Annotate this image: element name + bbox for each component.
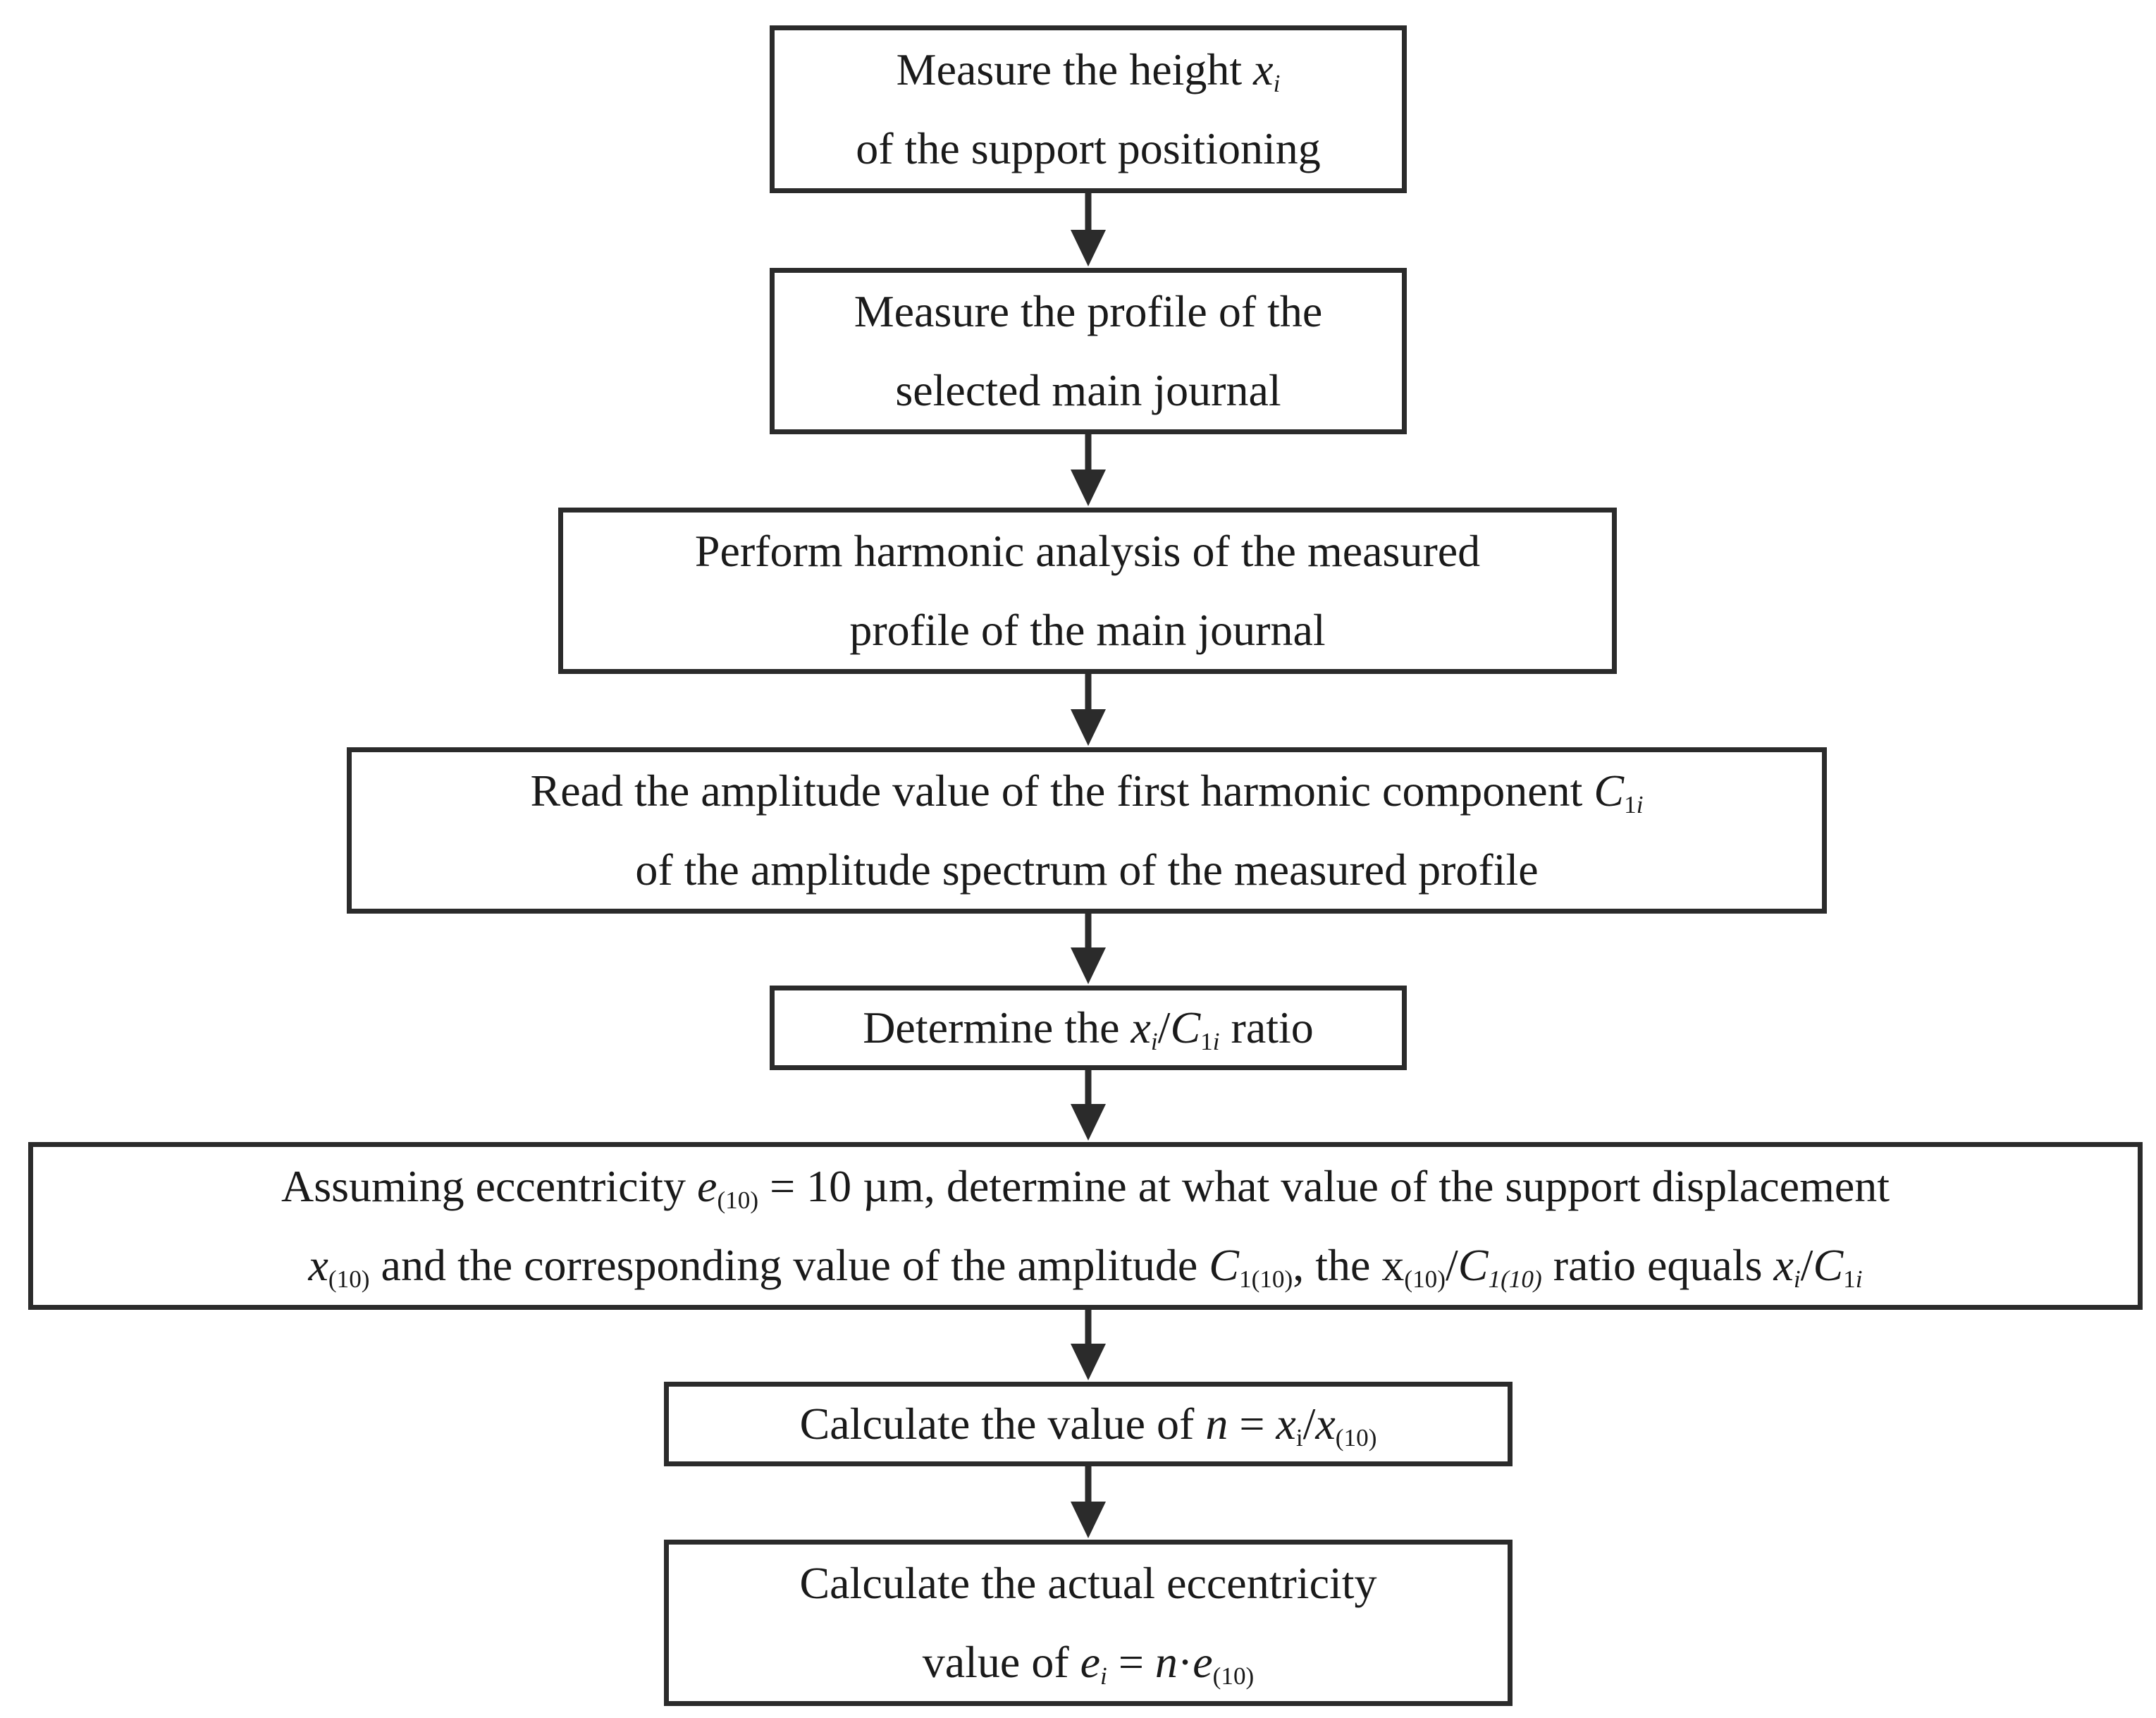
- step-7-text: Calculate the value of: [799, 1399, 1206, 1449]
- step-6-text-5: ratio equals: [1541, 1240, 1774, 1290]
- step-6-line-2: x(10) and the corresponding value of the…: [309, 1226, 1863, 1305]
- var-x: x: [1253, 44, 1274, 94]
- sub-i: i: [1855, 1265, 1863, 1293]
- step-6-text: Assuming eccentricity: [281, 1161, 698, 1211]
- var-x: x: [1276, 1399, 1296, 1449]
- step-8-text: value of: [922, 1637, 1080, 1687]
- step-4-line-2: of the amplitude spectrum of the measure…: [635, 845, 1539, 895]
- sub-10: (10): [328, 1265, 370, 1293]
- slash: /: [1800, 1240, 1813, 1290]
- sub-i: i: [1295, 1423, 1303, 1452]
- step-measure-profile: Measure the profile of the selected main…: [770, 268, 1407, 434]
- step-measure-height: Measure the height xi of the support pos…: [770, 25, 1407, 193]
- step-harmonic-analysis: Perform harmonic analysis of the measure…: [558, 508, 1617, 674]
- step-8-line-1: Calculate the actual eccentricity: [799, 1558, 1377, 1608]
- step-calculate-eccentricity: Calculate the actual eccentricity value …: [664, 1540, 1513, 1706]
- sub-1: 1: [1843, 1265, 1856, 1293]
- sub-10: (10): [1335, 1423, 1377, 1452]
- sub-i: i: [1273, 69, 1281, 97]
- equals: =: [1228, 1399, 1276, 1449]
- sub-1-10: 1(10): [1238, 1265, 1293, 1293]
- var-e: e: [1193, 1637, 1213, 1687]
- var-x: x: [1315, 1399, 1336, 1449]
- var-x: x: [1773, 1240, 1794, 1290]
- var-C: C: [1813, 1240, 1844, 1290]
- sub-i: i: [1100, 1662, 1107, 1690]
- step-calculate-n: Calculate the value of n = xi/x(10): [664, 1382, 1513, 1466]
- var-C: C: [1209, 1240, 1239, 1290]
- step-5-line: Determine the xi/C1i ratio: [863, 988, 1314, 1067]
- step-1-line-1: Measure the height xi: [897, 30, 1281, 109]
- step-6-text-4: , the x: [1293, 1240, 1405, 1290]
- step-read-amplitude: Read the amplitude value of the first ha…: [347, 747, 1827, 914]
- var-n: n: [1154, 1637, 1178, 1687]
- step-1-line-2: of the support positioning: [856, 123, 1321, 173]
- var-C: C: [1170, 1002, 1201, 1053]
- sub-i: i: [1793, 1265, 1801, 1293]
- var-x: x: [1131, 1002, 1151, 1053]
- var-x: x: [308, 1240, 328, 1290]
- sub-1: 1: [1624, 790, 1637, 818]
- step-determine-ratio: Determine the xi/C1i ratio: [770, 986, 1407, 1070]
- var-C: C: [1594, 766, 1625, 816]
- sub-10: (10): [1404, 1265, 1446, 1293]
- sub-1: 1: [1200, 1027, 1213, 1055]
- var-e: e: [1080, 1637, 1101, 1687]
- arrow-7-to-8: [1071, 1466, 1106, 1538]
- arrow-5-to-6: [1071, 1070, 1106, 1141]
- sub-i: i: [1150, 1027, 1158, 1055]
- step-8-line-2: value of ei = n·e(10): [923, 1623, 1255, 1702]
- step-1-text: Measure the height: [896, 44, 1254, 94]
- sub-i: i: [1636, 790, 1644, 818]
- slash: /: [1446, 1240, 1458, 1290]
- sub-i: i: [1212, 1027, 1220, 1055]
- arrow-4-to-5: [1071, 914, 1106, 984]
- step-3-line-2: profile of the main journal: [849, 605, 1326, 655]
- step-6-line-1: Assuming eccentricity e(10) = 10 µm, det…: [281, 1147, 1890, 1226]
- arrow-2-to-3: [1071, 434, 1106, 506]
- step-6-text-3: and the corresponding value of the ampli…: [369, 1240, 1209, 1290]
- step-6-text-2: = 10 µm, determine at what value of the …: [758, 1161, 1890, 1211]
- step-5-text: Determine the: [863, 1002, 1131, 1053]
- multiply-dot: ·: [1177, 1637, 1193, 1687]
- step-4-text: Read the amplitude value of the first ha…: [530, 766, 1594, 816]
- var-e: e: [697, 1161, 717, 1211]
- sub-10: (10): [717, 1186, 759, 1214]
- slash: /: [1157, 1002, 1171, 1053]
- sub-1-10: 1(10): [1488, 1265, 1542, 1293]
- var-n: n: [1205, 1399, 1228, 1449]
- step-7-line: Calculate the value of n = xi/x(10): [800, 1385, 1377, 1464]
- step-5-text-end: ratio: [1219, 1002, 1314, 1053]
- step-assuming-eccentricity: Assuming eccentricity e(10) = 10 µm, det…: [28, 1142, 2143, 1310]
- arrow-6-to-7: [1071, 1310, 1106, 1380]
- step-4-line-1: Read the amplitude value of the first ha…: [531, 751, 1644, 830]
- step-2-line-2: selected main journal: [895, 365, 1281, 415]
- arrow-3-to-4: [1071, 674, 1106, 746]
- sub-10: (10): [1212, 1662, 1255, 1690]
- var-C: C: [1458, 1240, 1489, 1290]
- arrow-1-to-2: [1071, 193, 1106, 266]
- step-2-line-1: Measure the profile of the: [854, 286, 1323, 336]
- step-3-line-1: Perform harmonic analysis of the measure…: [694, 526, 1481, 576]
- equals: =: [1107, 1637, 1155, 1687]
- slash: /: [1302, 1399, 1316, 1449]
